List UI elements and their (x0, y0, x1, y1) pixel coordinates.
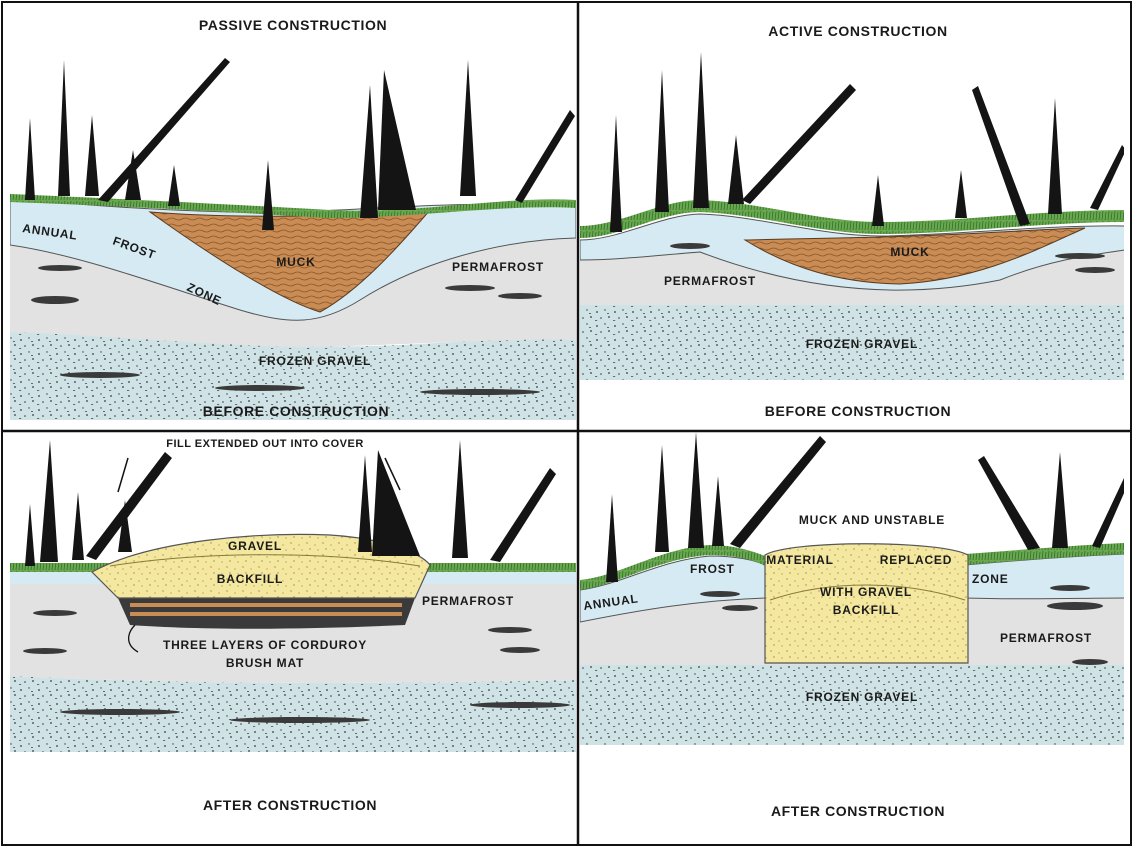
label-muck-line4: BACKFILL (833, 603, 899, 617)
label-frozen-gravel: FROZEN GRAVEL (806, 337, 918, 351)
label-muck: MUCK (276, 255, 315, 269)
label-corduroy-line1: THREE LAYERS OF CORDUROY (163, 638, 367, 652)
panel-heading: PASSIVE CONSTRUCTION (199, 17, 387, 33)
label-frost: FROST (690, 562, 735, 576)
frozen-gravel-layer (580, 665, 1125, 745)
label-fill-note: FILL EXTENDED OUT INTO COVER (166, 438, 364, 450)
label-permafrost: PERMAFROST (1000, 631, 1092, 645)
panel-caption: AFTER CONSTRUCTION (203, 797, 377, 813)
panel-caption: BEFORE CONSTRUCTION (203, 403, 389, 419)
label-corduroy-line2: BRUSH MAT (226, 656, 304, 670)
label-muck-line3: WITH GRAVEL (820, 585, 912, 599)
label-backfill: BACKFILL (217, 572, 283, 586)
label-permafrost: PERMAFROST (664, 274, 756, 288)
panel-heading: ACTIVE CONSTRUCTION (768, 23, 947, 39)
label-muck: MUCK (890, 245, 929, 259)
label-frozen-gravel: FROZEN GRAVEL (806, 690, 918, 704)
label-muck-line1: MUCK AND UNSTABLE (799, 513, 945, 527)
label-zone: ZONE (972, 572, 1009, 586)
panel-caption: AFTER CONSTRUCTION (771, 803, 945, 819)
label-permafrost: PERMAFROST (452, 260, 544, 274)
label-permafrost: PERMAFROST (422, 594, 514, 608)
label-frozen-gravel: FROZEN GRAVEL (259, 354, 371, 368)
label-muck-line2a: MATERIAL (766, 553, 834, 567)
panel-caption: BEFORE CONSTRUCTION (765, 403, 951, 419)
label-muck-line2b: REPLACED (880, 553, 952, 567)
label-gravel: GRAVEL (228, 539, 282, 553)
